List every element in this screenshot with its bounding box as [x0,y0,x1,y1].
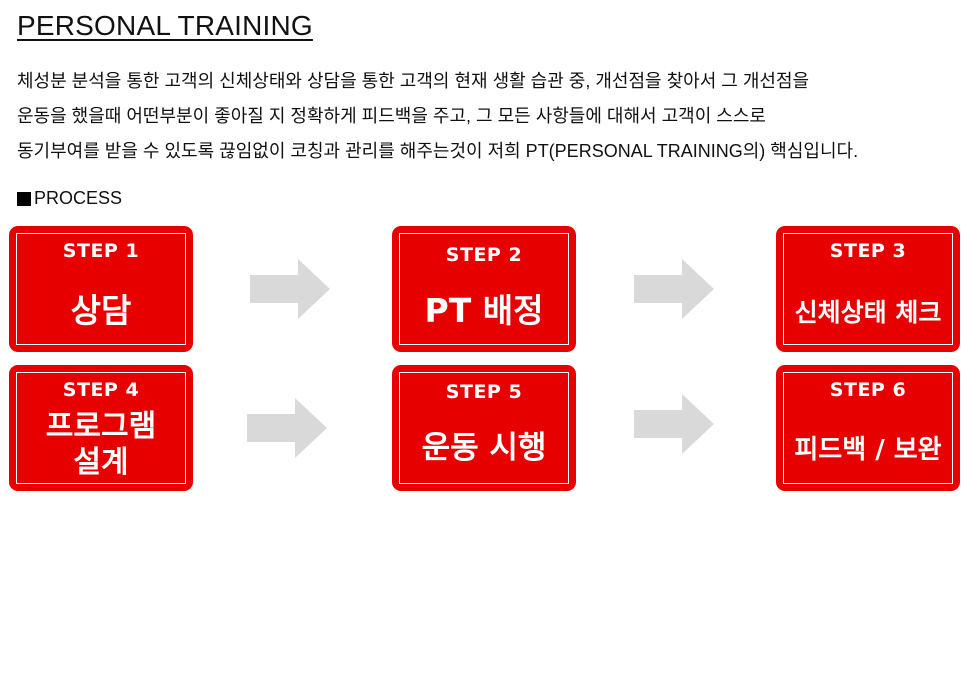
step-label: STEP 3 [829,240,907,262]
step-name: 운동 시행 [421,430,547,466]
right-arrow-icon [634,394,714,454]
step-card-2: STEP 2 PT 배정 [392,226,576,352]
description: 체성분 분석을 통한 고객의 신체상태와 상담을 통한 고객의 현재 생활 습관… [17,64,972,169]
step-card-3: STEP 3 신체상태 체크 [776,226,960,352]
step-name: 신체상태 체크 [794,298,942,327]
step-name: PT 배정 [424,291,544,330]
right-arrow-icon [250,259,330,319]
right-arrow-icon [247,398,327,458]
step-label: STEP 6 [829,379,907,401]
right-arrow-icon [634,259,714,319]
step-name: 피드백 / 보완 [794,435,942,465]
process-heading: PROCESS [17,188,122,209]
description-line: 동기부여를 받을 수 있도록 끊임없이 코칭과 관리를 해주는것이 저희 PT(… [17,141,859,161]
step-label: STEP 2 [445,244,523,266]
process-label: PROCESS [34,188,123,208]
step-label: STEP 5 [445,381,523,403]
step-label: STEP 1 [62,240,140,262]
step-card-1: STEP 1 상담 [9,226,193,352]
description-line: 체성분 분석을 통한 고객의 신체상태와 상담을 통한 고객의 현재 생활 습관… [17,71,810,91]
step-card-5: STEP 5 운동 시행 [392,365,576,491]
description-line: 운동을 했을때 어떤부분이 좋아질 지 정확하게 피드백을 주고, 그 모든 사… [17,106,766,126]
step-name: 프로그램 설계 [9,409,193,481]
step-card-6: STEP 6 피드백 / 보완 [776,365,960,491]
black-square-icon [17,191,31,206]
step-name: 상담 [70,291,132,330]
step-name-line: 프로그램 [45,409,157,444]
page-title: PERSONAL TRAINING [17,10,313,41]
step-card-4: STEP 4 프로그램 설계 [9,365,193,491]
step-name-line: 설계 [73,445,129,480]
step-label: STEP 4 [62,379,140,401]
